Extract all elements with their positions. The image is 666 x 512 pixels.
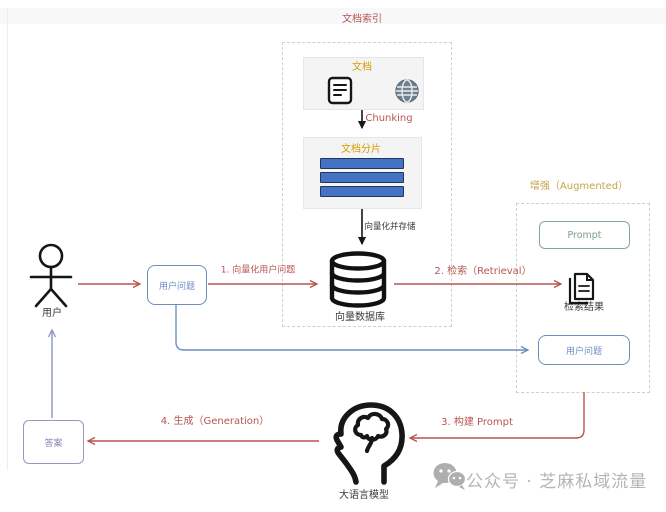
user-question-aug-box: 用户问题 — [538, 335, 630, 365]
vector-db-label: 向量数据库 — [335, 312, 385, 323]
answer-box-label: 答案 — [44, 438, 63, 449]
augmented-title: 增强（Augmented） — [529, 181, 629, 192]
documents-box-label: 文档 — [352, 62, 372, 73]
retrieval-result-label: 检索结果 — [564, 302, 604, 313]
llm-label: 大语言模型 — [339, 490, 389, 501]
user-actor-icon — [29, 243, 73, 308]
user-label: 用户 — [42, 308, 62, 319]
top-band — [0, 8, 666, 24]
watermark-text: 公众号 · 芝麻私域流量 — [466, 472, 648, 492]
connector-question-to-augmented — [175, 304, 530, 355]
user-question-aug-box-label: 用户问题 — [565, 346, 602, 357]
step2-label: 2. 检索（Retrieval） — [434, 266, 532, 277]
step3-label: 3. 构建 Prompt — [441, 417, 513, 428]
user-question-box-label: 用户问题 — [158, 281, 195, 292]
vectorize-store-label: 向量化并存储 — [364, 221, 416, 232]
user-question-box: 用户问题 — [147, 265, 207, 305]
chunk-bar — [320, 172, 404, 183]
prompt-box: Prompt — [539, 221, 630, 249]
augmented-group — [516, 203, 650, 393]
globe-icon — [395, 79, 419, 103]
wechat-icon — [433, 463, 467, 490]
chunk-bar — [320, 186, 404, 197]
llm-brain-icon — [333, 402, 405, 485]
chunk-bar — [320, 158, 404, 169]
left-border-line — [7, 8, 8, 470]
chunks-box-label: 文档分片 — [341, 144, 381, 155]
step1-label: 1. 向量化用户问题 — [220, 265, 296, 276]
prompt-box-label: Prompt — [567, 229, 602, 241]
step4-label: 4. 生成（Generation） — [160, 416, 270, 427]
connector-step3-augmented-to-llm — [408, 392, 585, 443]
vector-database-icon — [329, 251, 387, 308]
document-icon — [327, 76, 353, 105]
chunking-arrow-label: Chunking — [365, 113, 413, 124]
answer-box: 答案 — [23, 420, 84, 464]
retrieval-result-icon — [568, 272, 595, 305]
doc-indexing-group — [282, 42, 452, 327]
doc-indexing-title: 文档索引 — [342, 14, 382, 25]
